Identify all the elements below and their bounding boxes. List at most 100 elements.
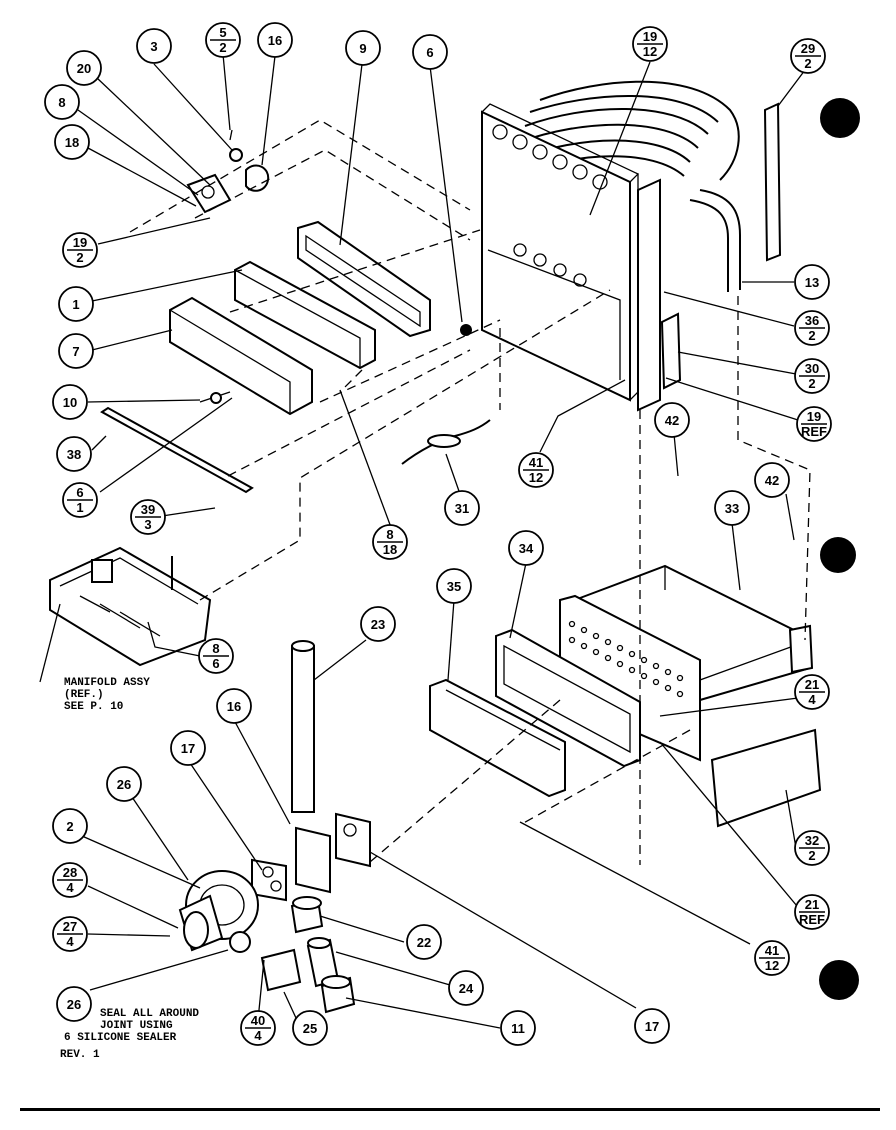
callout-circle xyxy=(58,333,94,369)
callout-number: 3 xyxy=(150,39,157,54)
leader-lines xyxy=(39,53,809,1029)
callout-number: 8 xyxy=(212,641,219,656)
callout-number: 1 xyxy=(72,297,79,312)
panel-32 xyxy=(710,728,822,828)
callout-17a: 17 xyxy=(170,730,206,766)
callout-38: 38 xyxy=(56,436,92,472)
callout-number: 19 xyxy=(643,29,657,44)
callout-3: 3 xyxy=(136,28,172,64)
callout-39-3: 393 xyxy=(130,499,166,535)
callout-circle xyxy=(292,1010,328,1046)
callout-number: 25 xyxy=(303,1021,317,1036)
callout-11: 11 xyxy=(500,1010,536,1046)
callout-17b: 17 xyxy=(634,1008,670,1044)
callout-number: 21 xyxy=(805,897,819,912)
callout-circle xyxy=(170,730,206,766)
callout-6-1: 61 xyxy=(62,482,98,518)
baffle-30 xyxy=(660,312,682,390)
callout-circle xyxy=(714,490,750,526)
heat-exchanger xyxy=(460,80,741,412)
callout-circle xyxy=(216,688,252,724)
callout-number: 5 xyxy=(219,25,226,40)
binder-holes xyxy=(819,98,860,1000)
callout-31: 31 xyxy=(444,490,480,526)
callout-circle xyxy=(56,986,92,1022)
callout-circle xyxy=(58,286,94,322)
callout-circle xyxy=(257,22,293,58)
callout-number: 41 xyxy=(765,943,779,958)
callout-number: 27 xyxy=(63,919,77,934)
callout-number: 30 xyxy=(805,361,819,376)
manifold-assy xyxy=(49,546,212,667)
callout-circle xyxy=(508,530,544,566)
callout-circle xyxy=(448,970,484,1006)
callout-circle xyxy=(54,124,90,160)
callout-circle xyxy=(345,30,381,66)
callout-42a: 42 xyxy=(654,402,690,438)
callout-circle xyxy=(634,1008,670,1044)
igniter-31 xyxy=(401,419,491,465)
callout-circle xyxy=(66,50,102,86)
callout-quantity: 12 xyxy=(765,958,779,973)
callout-26a: 26 xyxy=(106,766,142,802)
callout-quantity: 4 xyxy=(808,692,816,707)
callout-9: 9 xyxy=(345,30,381,66)
callout-number: 17 xyxy=(181,741,195,756)
callout-number: 42 xyxy=(765,473,779,488)
callout-35: 35 xyxy=(436,568,472,604)
callout-8: 8 xyxy=(44,84,80,120)
revision-label: REV. 1 xyxy=(60,1049,100,1061)
callout-circle xyxy=(500,1010,536,1046)
callout-circle xyxy=(794,264,830,300)
callout-number: 18 xyxy=(65,135,79,150)
callout-19-2: 192 xyxy=(62,232,98,268)
callout-number: 16 xyxy=(227,699,241,714)
callout-circle xyxy=(52,808,88,844)
callout-number: 8 xyxy=(58,95,65,110)
callout-number: 13 xyxy=(805,275,819,290)
callout-29-2: 292 xyxy=(790,38,826,74)
callout-36-2: 362 xyxy=(794,310,830,346)
callout-number: 38 xyxy=(67,447,81,462)
callout-circle xyxy=(106,766,142,802)
callout-25: 25 xyxy=(292,1010,328,1046)
callout-24: 24 xyxy=(448,970,484,1006)
callout-number: 22 xyxy=(417,935,431,950)
pipe-23 xyxy=(291,640,315,813)
manifold-note-line-2: (REF.) xyxy=(64,689,104,701)
callout-30-2: 302 xyxy=(794,358,830,394)
callout-10: 10 xyxy=(52,384,88,420)
callout-quantity: 2 xyxy=(808,848,815,863)
callout-number: 7 xyxy=(72,344,79,359)
callout-number: 19 xyxy=(73,235,87,250)
callout-8-18: 818 xyxy=(372,524,408,560)
callout-32-2: 322 xyxy=(794,830,830,866)
callout-number: 2 xyxy=(66,819,73,834)
callout-circle xyxy=(412,34,448,70)
callout-quantity: 2 xyxy=(808,328,815,343)
seal-note-line-1: SEAL ALL AROUND xyxy=(100,1008,199,1020)
manifold-note-line-3: SEE P. 10 xyxy=(64,701,123,713)
callout-42b: 42 xyxy=(754,462,790,498)
notes: MANIFOLD ASSY (REF.) SEE P. 10 SEAL ALL … xyxy=(60,677,199,1061)
callout-circle xyxy=(654,402,690,438)
callout-number: 35 xyxy=(447,579,461,594)
callout-number: 10 xyxy=(63,395,77,410)
callout-7: 7 xyxy=(58,333,94,369)
callout-circle xyxy=(56,436,92,472)
callout-number: 40 xyxy=(251,1013,265,1028)
callout-circle xyxy=(436,568,472,604)
baffle-29 xyxy=(763,102,782,262)
blower-2 xyxy=(178,870,259,953)
callout-circle xyxy=(406,924,442,960)
callout-number: 41 xyxy=(529,455,543,470)
callout-number: 32 xyxy=(805,833,819,848)
callout-number: 6 xyxy=(76,485,83,500)
callout-quantity: 2 xyxy=(219,40,226,55)
callout-23: 23 xyxy=(360,606,396,642)
